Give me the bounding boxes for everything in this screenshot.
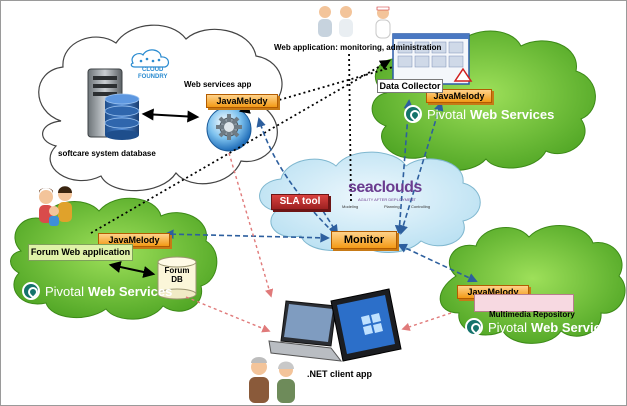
seaclouds-step-modeling: Modeling (342, 204, 359, 209)
dotted-users-webapp (90, 59, 391, 234)
users-icon (39, 186, 72, 226)
forum-app-box: Forum Web application (28, 244, 133, 261)
javamelody-forum: JavaMelody (98, 233, 170, 247)
web-app-title: Web application: monitoring, administrat… (274, 43, 442, 52)
arrow-forum-db (108, 261, 156, 278)
multimedia-box (474, 294, 574, 312)
dotted-seaclouds-webapp (348, 50, 352, 202)
forum-db-label: Forum DB (164, 266, 190, 284)
multimedia-label: Multimedia Repository (489, 310, 575, 319)
seaclouds-tagline: AGILITY AFTER DEPLOYMENT (358, 197, 416, 202)
cloud-foundry-icon (130, 49, 170, 68)
net-client-label: .NET client app (307, 369, 373, 379)
laptop-icon (268, 300, 343, 362)
arrow-db-webservices (141, 108, 200, 123)
pivotal-logo-icon (22, 282, 40, 300)
monitor-box: Monitor (331, 231, 397, 249)
web-app-screen (392, 33, 473, 85)
seaclouds-logo: seaclouds (348, 179, 422, 196)
staff-icon (318, 6, 391, 39)
seaclouds-step-planning: Planning (384, 204, 400, 209)
javamelody-webservices: JavaMelody (206, 94, 278, 108)
forum-db-icon (157, 256, 197, 300)
tablet-icon (330, 288, 402, 362)
database-label: softcare system database (58, 149, 156, 158)
gear-globe-icon (206, 106, 252, 152)
data-collector-box: Data Collector (377, 79, 443, 93)
monitor-arrows (164, 99, 478, 283)
web-services-app-label: Web services app (184, 80, 252, 89)
elderly-users-icon (249, 357, 295, 403)
sla-tool-box: SLA tool (271, 194, 329, 210)
seaclouds-step-controlling: Controlling (411, 204, 431, 209)
database-icon (104, 93, 140, 140)
pivotal-logo-icon (465, 318, 483, 336)
pivotal-logo-icon (404, 105, 422, 123)
client-arrows (185, 152, 452, 333)
cloud-foundry-label: CLOUD FOUNDRY (138, 67, 168, 80)
